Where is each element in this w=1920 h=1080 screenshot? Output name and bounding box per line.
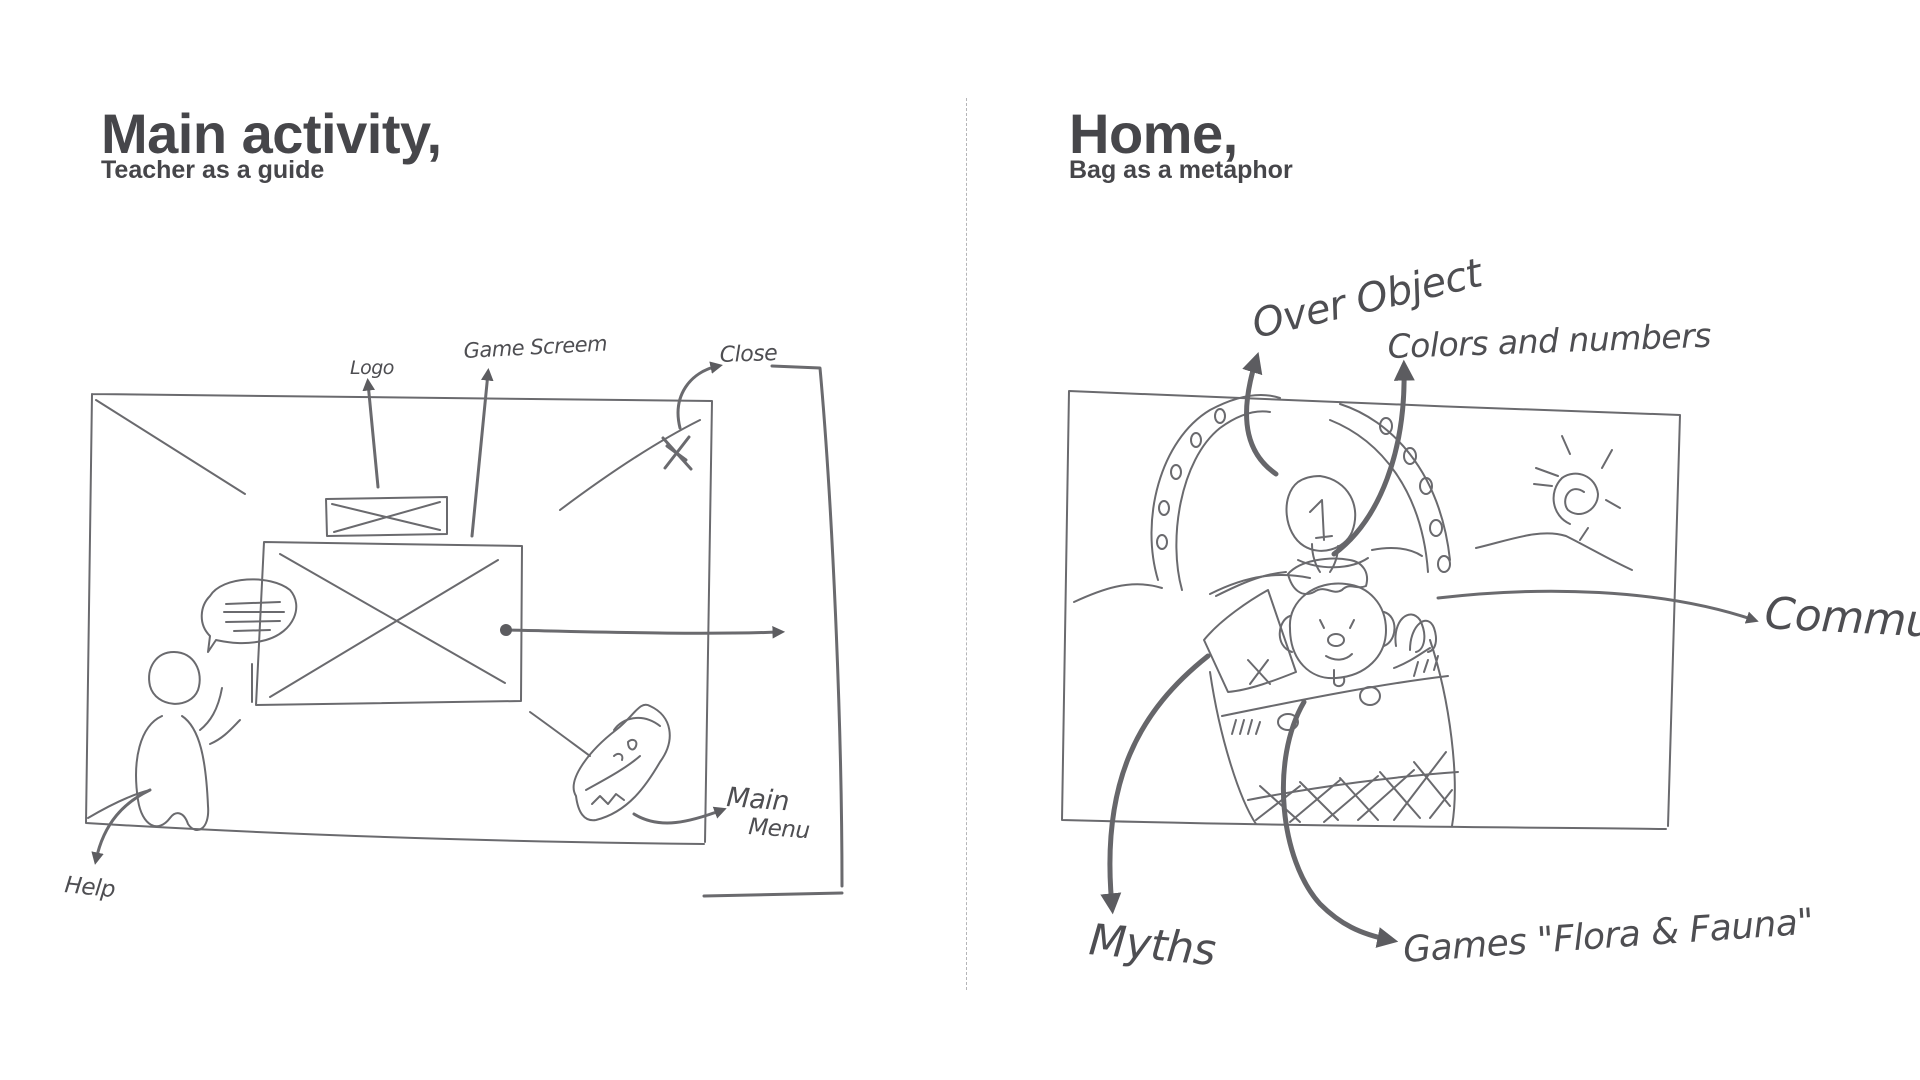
home-screen-frame (1062, 391, 1680, 829)
home-sketch: Over Object Colors and numbers Community… (1062, 250, 1920, 976)
arrow-logo (368, 383, 378, 487)
label-logo: Logo (350, 357, 394, 379)
label-myths: Myths (1087, 915, 1218, 976)
label-help: Help (63, 872, 116, 903)
main-activity-sketch: Logo Game Screem Close Main Menu Help (63, 332, 842, 904)
label-games: Games "Flora & Fauna" (1402, 901, 1815, 971)
label-game-screen: Game Screem (463, 332, 608, 363)
arrow-community (1438, 591, 1754, 620)
sun-icon (1534, 436, 1620, 540)
basket-bag-icon (1151, 395, 1458, 826)
arrow-main-menu (634, 810, 722, 823)
label-main-menu-1: Main (726, 782, 790, 817)
bag-menu-icon (574, 705, 670, 821)
game-screen-placeholder (256, 542, 522, 705)
label-close: Close (719, 341, 777, 368)
arrow-myths (1110, 656, 1208, 906)
label-community: Community (1763, 588, 1920, 652)
arrow-over-object (1247, 360, 1276, 474)
label-colors-numbers: Colors and numbers (1387, 316, 1712, 366)
lightbulb-icon (1287, 476, 1368, 572)
logo-placeholder (326, 497, 447, 536)
arrow-right (506, 630, 780, 633)
label-main-menu-2: Menu (748, 814, 811, 844)
close-icon (663, 437, 691, 469)
arrow-colors-numbers (1334, 368, 1404, 554)
